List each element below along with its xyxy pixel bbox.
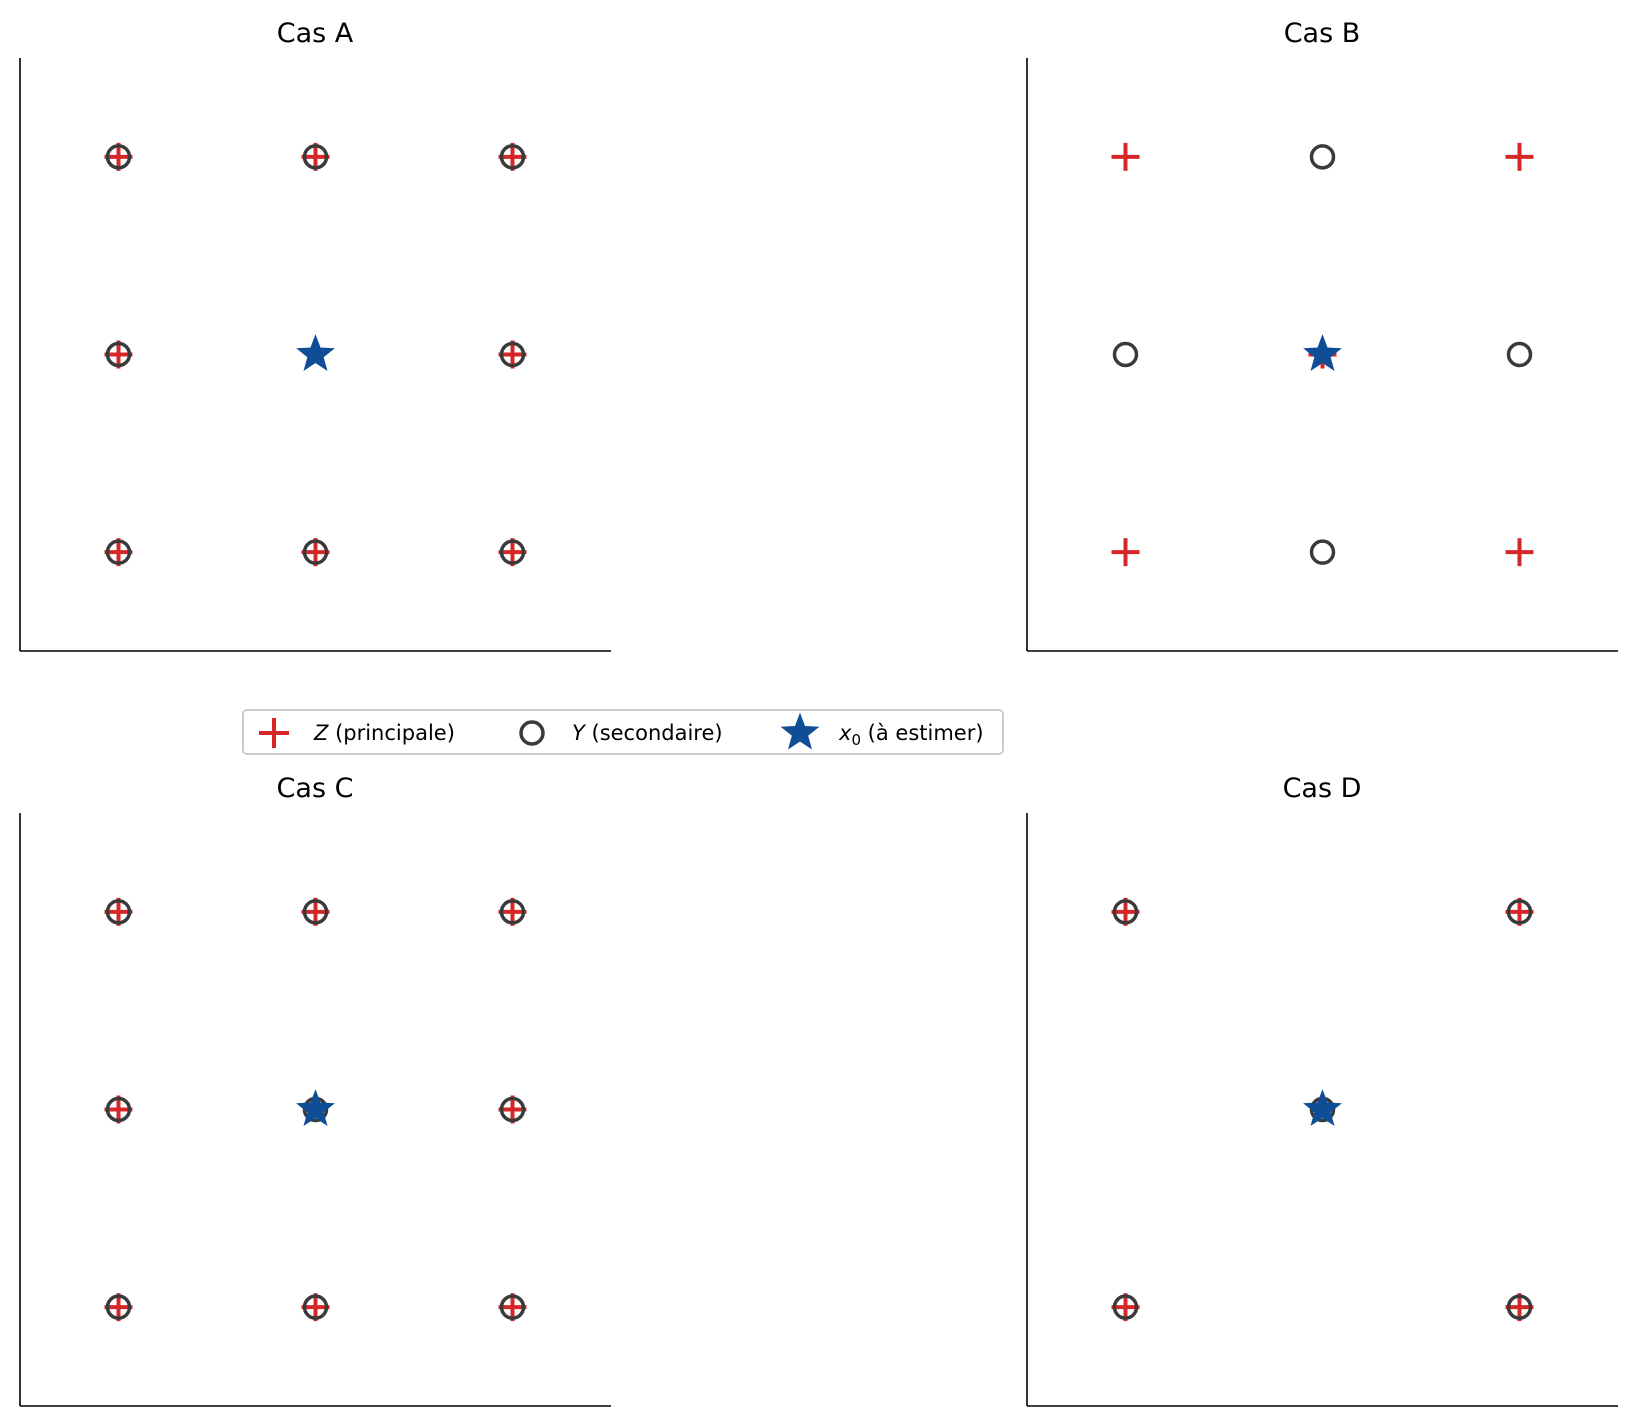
y-point — [105, 144, 132, 170]
legend-circle-marker — [519, 720, 545, 746]
x0-point — [296, 334, 335, 372]
y-point — [302, 899, 329, 925]
y-point — [499, 1096, 526, 1123]
panel-a: Cas A — [19, 18, 611, 652]
legend-plus-glyph — [259, 718, 289, 748]
z-point — [1111, 538, 1140, 567]
legend-box — [242, 709, 1004, 755]
legend-item-x0: x0 (à estimer) — [780, 712, 984, 750]
y-point — [1309, 144, 1336, 170]
y-point — [105, 1096, 132, 1123]
legend-star-glyph — [780, 712, 820, 750]
y-point — [105, 899, 132, 925]
panel-d: Cas D — [1026, 773, 1618, 1407]
y-point — [499, 341, 526, 368]
legend-star-marker — [780, 712, 820, 750]
legend-circle-glyph — [519, 720, 545, 746]
panel-title: Cas B — [1284, 18, 1361, 49]
y-point — [1309, 539, 1336, 565]
x0-point — [1303, 1089, 1342, 1127]
legend-plus-marker — [259, 718, 289, 748]
y-point — [499, 1294, 526, 1320]
y-point — [1112, 1294, 1139, 1320]
panel-c: Cas C — [19, 773, 611, 1407]
y-point — [302, 1294, 329, 1320]
y-point — [499, 539, 526, 565]
y-point — [302, 144, 329, 170]
panel-title: Cas D — [1283, 773, 1362, 804]
legend-label-x0: x0 (à estimer) — [838, 721, 984, 749]
y-point — [1112, 341, 1139, 368]
y-point — [105, 1294, 132, 1320]
panel-title: Cas C — [277, 773, 354, 804]
y-point — [1506, 899, 1533, 925]
y-point — [1112, 899, 1139, 925]
panel-title: Cas A — [277, 18, 354, 49]
y-point — [499, 899, 526, 925]
x0-point — [1303, 334, 1342, 372]
y-point — [105, 539, 132, 565]
y-point — [1506, 1294, 1533, 1320]
y-point — [499, 144, 526, 170]
legend-item-z: Z (principale) — [259, 718, 455, 748]
x0-point — [296, 1089, 335, 1127]
legend: Z (principale) Y (secondaire) x0 (à esti… — [242, 709, 1004, 755]
z-point — [1111, 142, 1140, 171]
legend-label-y: Y (secondaire) — [572, 721, 723, 745]
legend-item-y: Y (secondaire) — [519, 720, 723, 746]
z-point — [1505, 538, 1534, 567]
y-point — [105, 341, 132, 368]
z-point — [1505, 142, 1534, 171]
legend-label-z: Z (principale) — [313, 721, 455, 745]
panel-b: Cas B — [1026, 18, 1618, 652]
y-point — [1506, 341, 1533, 368]
panels: Cas A Cas B Cas C Cas D — [19, 18, 1618, 1407]
y-point — [302, 539, 329, 565]
